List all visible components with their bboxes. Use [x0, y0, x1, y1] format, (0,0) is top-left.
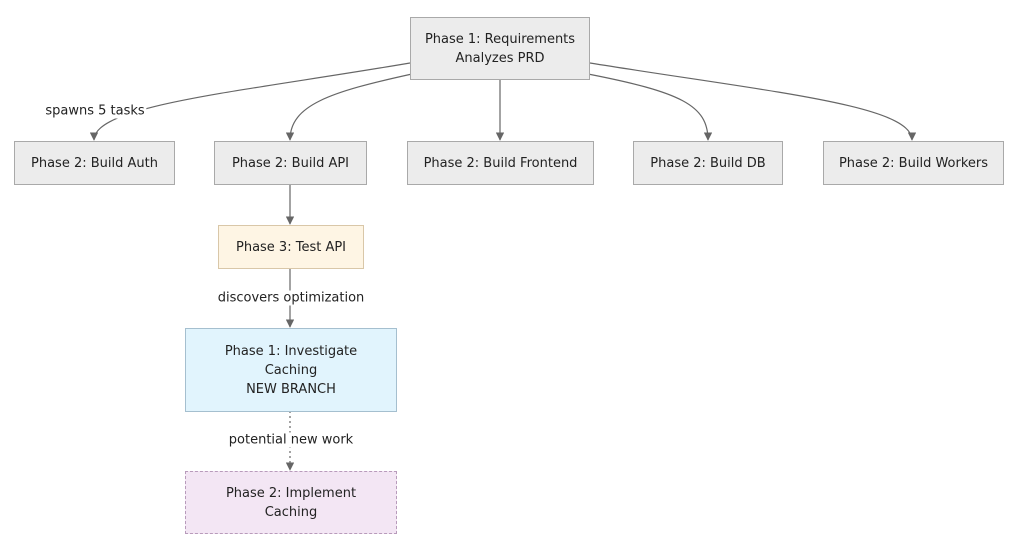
node-build-auth-label: Phase 2: Build Auth — [31, 155, 158, 171]
node-investigate-line1: Phase 1: Investigate — [224, 343, 358, 359]
edge-label-potential: potential new work — [226, 432, 356, 448]
node-requirements-subtitle: Analyzes PRD — [455, 50, 545, 66]
node-build-api[interactable]: Phase 2: Build API — [214, 141, 367, 185]
node-build-frontend[interactable]: Phase 2: Build Frontend — [407, 141, 594, 185]
edge-requirements-api — [285, 73, 413, 141]
edge-requirements-workers — [589, 62, 917, 141]
node-build-frontend-label: Phase 2: Build Frontend — [423, 155, 578, 171]
node-requirements-title: Phase 1: Requirements — [424, 31, 576, 47]
edge-label-spawns: spawns 5 tasks — [43, 103, 147, 119]
node-implement-caching[interactable]: Phase 2: Implement Caching — [185, 471, 397, 534]
node-investigate-line3: NEW BRANCH — [246, 381, 336, 397]
node-build-db[interactable]: Phase 2: Build DB — [633, 141, 783, 185]
node-implement-line1: Phase 2: Implement — [225, 485, 357, 501]
node-test-api-label: Phase 3: Test API — [235, 239, 347, 255]
node-build-db-label: Phase 2: Build DB — [650, 155, 766, 171]
node-build-workers-label: Phase 2: Build Workers — [838, 155, 989, 171]
edge-requirements-auth — [89, 62, 411, 141]
node-build-api-label: Phase 2: Build API — [231, 155, 350, 171]
node-investigate-caching[interactable]: Phase 1: Investigate Caching NEW BRANCH — [185, 328, 397, 412]
node-test-api[interactable]: Phase 3: Test API — [218, 225, 364, 269]
node-implement-line2: Caching — [264, 504, 318, 520]
node-requirements[interactable]: Phase 1: Requirements Analyzes PRD — [410, 17, 590, 80]
edge-label-discovers: discovers optimization — [215, 290, 367, 306]
edge-requirements-db — [587, 73, 713, 141]
node-build-workers[interactable]: Phase 2: Build Workers — [823, 141, 1004, 185]
node-investigate-line2: Caching — [264, 362, 318, 378]
node-build-auth[interactable]: Phase 2: Build Auth — [14, 141, 175, 185]
